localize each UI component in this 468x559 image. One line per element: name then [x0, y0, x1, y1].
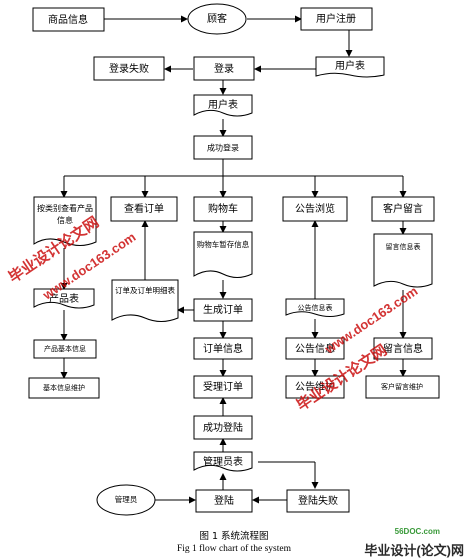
label-notice-info: 公告信息 [295, 342, 335, 355]
label-login-success-2: 成功登陆 [203, 421, 243, 434]
label-message-table: 留言信息表 [386, 242, 421, 251]
watermark-site-logo: 毕业设计(论文)网 [364, 543, 464, 558]
label-order-detail-wrap: 订单及订单明细表 [115, 286, 175, 295]
node-message-table [373, 233, 433, 288]
label-admin-table: 管理员表 [203, 455, 243, 468]
node-login-success-2 [193, 415, 253, 440]
label-cart: 购物车 [208, 202, 238, 215]
label-cart-temp: 购物车暂存信息 [196, 240, 250, 249]
node-notice-table [285, 298, 345, 317]
figure-caption-cn: 图 1 系统流程图 [199, 531, 269, 542]
node-category-browse [33, 196, 97, 246]
node-product-info [32, 7, 105, 32]
node-order-detail-table [111, 279, 179, 322]
node-admin [96, 484, 156, 516]
node-login [193, 56, 255, 81]
node-cart-temp [193, 231, 253, 278]
label-login-2: 登陆 [214, 494, 234, 507]
label-admin: 管理员 [115, 494, 138, 504]
node-login-fail-2 [286, 489, 350, 513]
label-basic-maintain: 基本信息维护 [43, 383, 85, 392]
label-order-detail-table: 订单及订单明细表 [115, 286, 175, 295]
figure-caption-en: Fig 1 flow chart of the system [177, 544, 291, 554]
label-order-info: 订单信息 [203, 342, 243, 355]
node-accept-order [193, 375, 253, 399]
node-product-basic [33, 339, 97, 359]
label-notice-maintain: 公告维护 [295, 380, 335, 393]
connector-lines [60, 15, 407, 504]
node-customer [187, 3, 247, 35]
node-cart [193, 196, 253, 222]
label-cart-temp-wrap: 购物车暂存信息 [196, 240, 250, 249]
node-admin-table [193, 451, 253, 472]
label-user-table-store: 用户表 [335, 59, 365, 72]
node-view-orders [110, 196, 178, 222]
node-product-table [33, 288, 95, 309]
label-accept-order: 受理订单 [203, 381, 243, 393]
label-category-wrap: 按类别查看产品信息 [37, 204, 93, 225]
node-register [300, 7, 373, 31]
label-product-basic: 产品基本信息 [44, 344, 86, 353]
node-user-table-doc [193, 94, 253, 117]
label-customer-message: 客户留言 [383, 202, 423, 215]
node-basic-maintain [28, 377, 100, 399]
node-create-order [193, 298, 253, 322]
node-customer-message [371, 196, 435, 222]
node-user-table-store [315, 56, 385, 78]
node-login-2 [195, 489, 253, 513]
label-notice-table: 公告信息表 [298, 303, 333, 312]
label-view-orders: 查看订单 [124, 202, 164, 215]
label-product-table: 产品表 [49, 292, 79, 305]
label-login: 登录 [214, 62, 234, 75]
node-login-success [193, 135, 253, 160]
label-customer: 顾客 [207, 12, 227, 25]
label-login-fail: 登录失败 [109, 62, 149, 75]
node-order-info [193, 337, 253, 360]
node-message-maintain [365, 375, 440, 399]
label-message-info: 留言信息 [383, 342, 423, 355]
label-login-success: 成功登录 [207, 143, 239, 153]
label-create-order: 生成订单 [203, 303, 243, 316]
node-notice-info [285, 337, 345, 360]
label-user-table-doc: 用户表 [208, 98, 238, 111]
label-login-fail-2: 登陆失败 [298, 494, 338, 507]
label-product-info: 商品信息 [48, 13, 88, 26]
node-notice-maintain [285, 375, 345, 399]
label-register: 用户注册 [316, 12, 356, 25]
watermark-domain: 56DOC.com [394, 527, 440, 536]
node-labels: 商品信息 顾客 用户注册 登录失败 登录 用户表 用户表 成功登录 按类别查看产… [37, 12, 423, 507]
label-category-browse: 按类别查看产品信息 [37, 204, 93, 225]
node-login-fail [93, 56, 165, 81]
node-notice-browse [282, 196, 348, 222]
label-message-maintain: 客户留言维护 [381, 382, 423, 391]
label-notice-browse: 公告浏览 [295, 202, 335, 215]
node-message-info [373, 337, 433, 360]
shapes [28, 3, 440, 516]
